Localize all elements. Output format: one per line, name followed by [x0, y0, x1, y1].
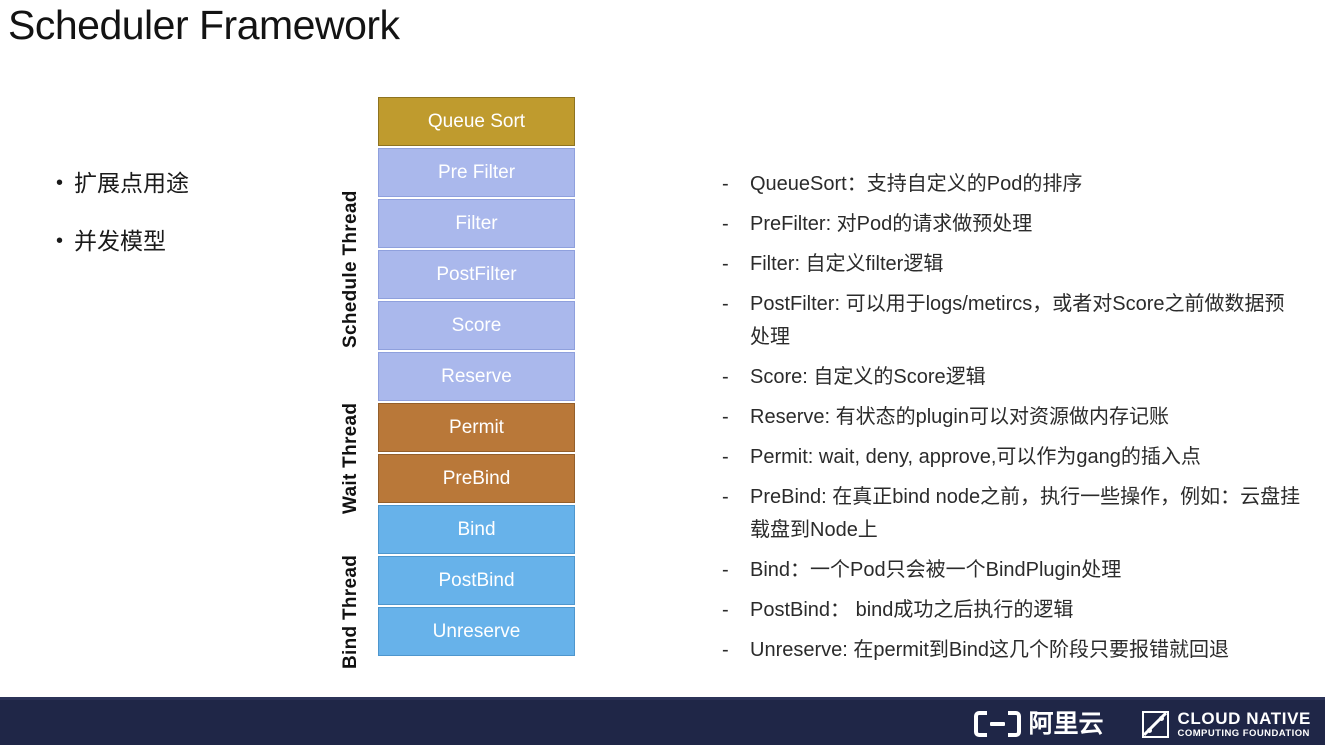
desc-prebind: PreBind: 在真正bind node之前，执行一些操作，例如：云盘挂载盘到…	[750, 486, 1301, 541]
list-item: - Filter: 自定义filter逻辑	[722, 248, 1302, 281]
footer-bar: 阿里云 CLOUD NATIVE COMPUTING FOUNDATION	[0, 697, 1325, 745]
left-bullet-label: 扩展点用途	[74, 170, 189, 196]
desc-filter: Filter: 自定义filter逻辑	[750, 253, 944, 275]
list-item: - PostBind： bind成功之后执行的逻辑	[722, 594, 1302, 627]
dash-marker-icon: -	[722, 406, 729, 428]
cncf-line-1: CLOUD NATIVE	[1177, 708, 1311, 728]
desc-postbind: PostBind： bind成功之后执行的逻辑	[750, 599, 1074, 621]
page-title: Scheduler Framework	[8, 2, 400, 48]
scheduler-stage-stack: Queue Sort Pre Filter Filter PostFilter …	[378, 97, 575, 658]
desc-score: Score: 自定义的Score逻辑	[750, 366, 986, 388]
footer-logos: 阿里云 CLOUD NATIVE COMPUTING FOUNDATION	[973, 700, 1311, 748]
dash-marker-icon: -	[722, 173, 729, 195]
dash-marker-icon: -	[722, 366, 729, 388]
list-item: - Score: 自定义的Score逻辑	[722, 361, 1302, 394]
left-bullet-label: 并发模型	[74, 228, 166, 254]
dash-marker-icon: -	[722, 213, 729, 235]
dash-marker-icon: -	[722, 599, 729, 621]
list-item: - Reserve: 有状态的plugin可以对资源做内存记账	[722, 401, 1302, 434]
stage-band-reserve[interactable]: Reserve	[378, 352, 575, 401]
dash-marker-icon: -	[722, 559, 729, 581]
desc-permit: Permit: wait, deny, approve,可以作为gang的插入点	[750, 446, 1201, 468]
stage-band-bind[interactable]: Bind	[378, 505, 575, 554]
alibaba-cloud-logo: 阿里云	[973, 710, 1104, 738]
alibaba-cloud-mark-icon	[973, 711, 1021, 737]
stage-label: Permit	[449, 416, 504, 438]
stage-label: Queue Sort	[427, 110, 526, 132]
dash-marker-icon: -	[722, 639, 729, 661]
thread-label-schedule: Schedule Thread	[340, 190, 361, 348]
stage-label: Pre Filter	[437, 161, 516, 183]
cncf-wordmark: CLOUD NATIVE COMPUTING FOUNDATION	[1178, 710, 1311, 739]
dash-icon	[989, 722, 1005, 726]
list-item: - Bind：一个Pod只会被一个BindPlugin处理	[722, 554, 1302, 587]
list-item: - Permit: wait, deny, approve,可以作为gang的插…	[722, 441, 1302, 474]
stage-description-list: - QueueSort：支持自定义的Pod的排序 - PreFilter: 对P…	[722, 168, 1302, 674]
list-item: - PreBind: 在真正bind node之前，执行一些操作，例如：云盘挂载…	[722, 481, 1302, 547]
thread-label-wait: Wait Thread	[340, 402, 361, 514]
desc-prefilter: PreFilter: 对Pod的请求做预处理	[750, 213, 1033, 235]
stage-label: PreBind	[442, 467, 511, 489]
left-bullet-list: • 扩展点用途 • 并发模型	[56, 168, 326, 284]
list-item: • 并发模型	[56, 226, 326, 256]
list-item: - QueueSort：支持自定义的Pod的排序	[722, 168, 1302, 201]
cncf-line-2: COMPUTING FOUNDATION	[1177, 727, 1310, 739]
dash-marker-icon: -	[722, 446, 729, 468]
bracket-right-icon	[1007, 711, 1021, 737]
stage-label: Bind	[457, 518, 496, 540]
cncf-dot-top-right-icon	[1158, 715, 1164, 721]
alibaba-cloud-wordmark: 阿里云	[1028, 710, 1104, 738]
stage-label: PostBind	[438, 569, 515, 591]
desc-reserve: Reserve: 有状态的plugin可以对资源做内存记账	[750, 406, 1169, 428]
bullet-dot-icon: •	[56, 172, 64, 194]
stage-band-pre-filter[interactable]: Pre Filter	[378, 148, 575, 197]
stage-band-permit[interactable]: Permit	[378, 403, 575, 452]
desc-bind: Bind：一个Pod只会被一个BindPlugin处理	[750, 559, 1122, 581]
stage-band-filter[interactable]: Filter	[378, 199, 575, 248]
bracket-left-icon	[973, 711, 987, 737]
list-item: - Unreserve: 在permit到Bind这几个阶段只要报错就回退	[722, 634, 1302, 667]
stage-label: Score	[451, 314, 502, 336]
bullet-dot-icon: •	[56, 230, 64, 252]
stage-label: Reserve	[441, 365, 512, 387]
desc-unreserve: Unreserve: 在permit到Bind这几个阶段只要报错就回退	[750, 639, 1229, 661]
stage-label: PostFilter	[436, 263, 517, 285]
stage-band-post-filter[interactable]: PostFilter	[378, 250, 575, 299]
dash-marker-icon: -	[722, 253, 729, 275]
stage-band-score[interactable]: Score	[378, 301, 575, 350]
stage-band-prebind[interactable]: PreBind	[378, 454, 575, 503]
cncf-logo: CLOUD NATIVE COMPUTING FOUNDATION	[1141, 710, 1311, 739]
desc-postfilter: PostFilter: 可以用于logs/metircs，或者对Score之前做…	[750, 293, 1285, 348]
list-item: • 扩展点用途	[56, 168, 326, 198]
stage-label: Filter	[455, 212, 498, 234]
dash-marker-icon: -	[722, 486, 729, 508]
stage-band-queue-sort[interactable]: Queue Sort	[378, 97, 575, 146]
thread-label-bind: Bind Thread	[340, 554, 361, 670]
cncf-mark-icon	[1141, 710, 1169, 738]
stage-label: Unreserve	[432, 620, 521, 642]
list-item: - PostFilter: 可以用于logs/metircs，或者对Score之…	[722, 288, 1302, 354]
desc-queuesort: QueueSort：支持自定义的Pod的排序	[750, 173, 1083, 195]
stage-band-postbind[interactable]: PostBind	[378, 556, 575, 605]
dash-marker-icon: -	[722, 293, 729, 315]
list-item: - PreFilter: 对Pod的请求做预处理	[722, 208, 1302, 241]
stage-band-unreserve[interactable]: Unreserve	[378, 607, 575, 656]
cncf-dot-bottom-left-icon	[1146, 727, 1152, 733]
